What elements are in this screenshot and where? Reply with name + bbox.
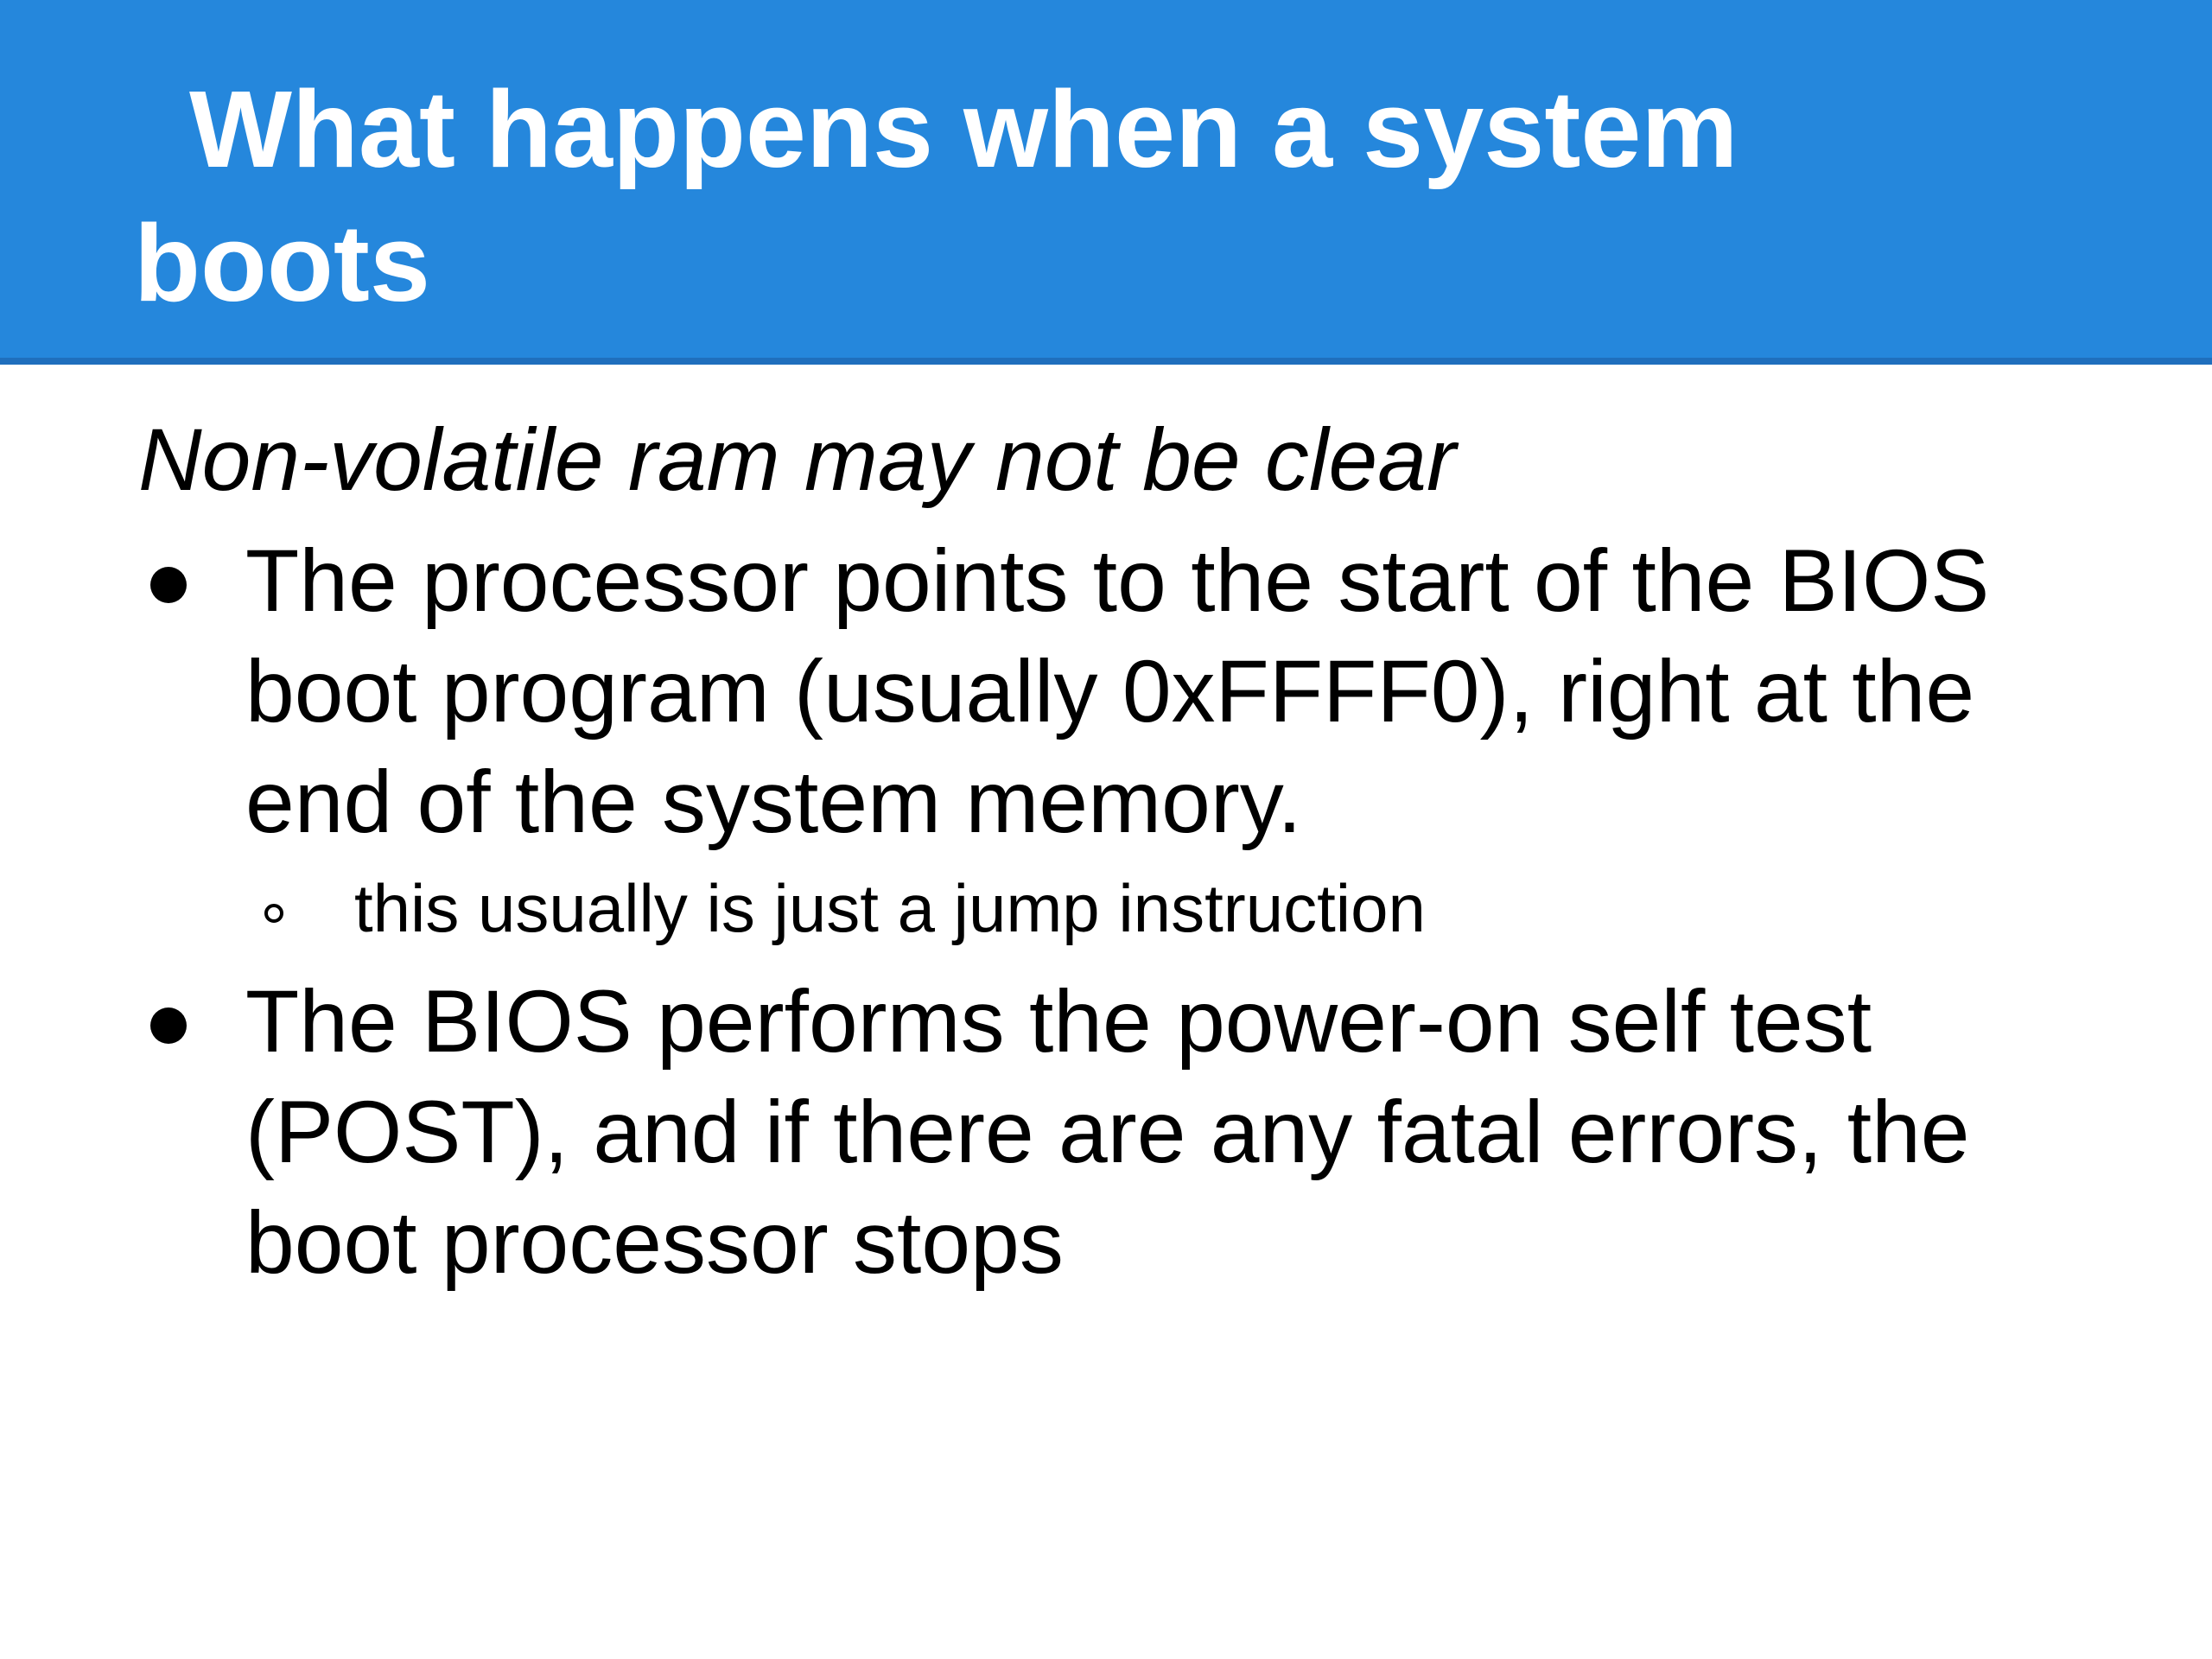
slide-subtitle: Non-volatile ram may not be clear [138,410,1456,509]
bullet-item-2: The BIOS performs the power-on self test… [138,966,2082,1298]
sub-bullet-text: this usually is just a jump instruction [354,870,1426,946]
bullet-text: The processor points to the start of the… [245,531,1990,851]
slide-title: What happens when a system boots [134,68,1738,324]
slide-content: Non-volatile ram may not be clear The pr… [138,404,2126,1298]
title-bar: What happens when a system boots [0,0,2212,365]
bullet-disc-icon [150,1007,187,1044]
bullet-text: The BIOS performs the power-on self test… [245,972,1970,1292]
bullet-disc-icon [150,567,187,603]
sub-bullet-item-1: this usually is just a jump instruction [138,861,2126,956]
circle-bullet-icon [264,904,283,923]
bullet-item-1: The processor points to the start of the… [138,525,2082,857]
